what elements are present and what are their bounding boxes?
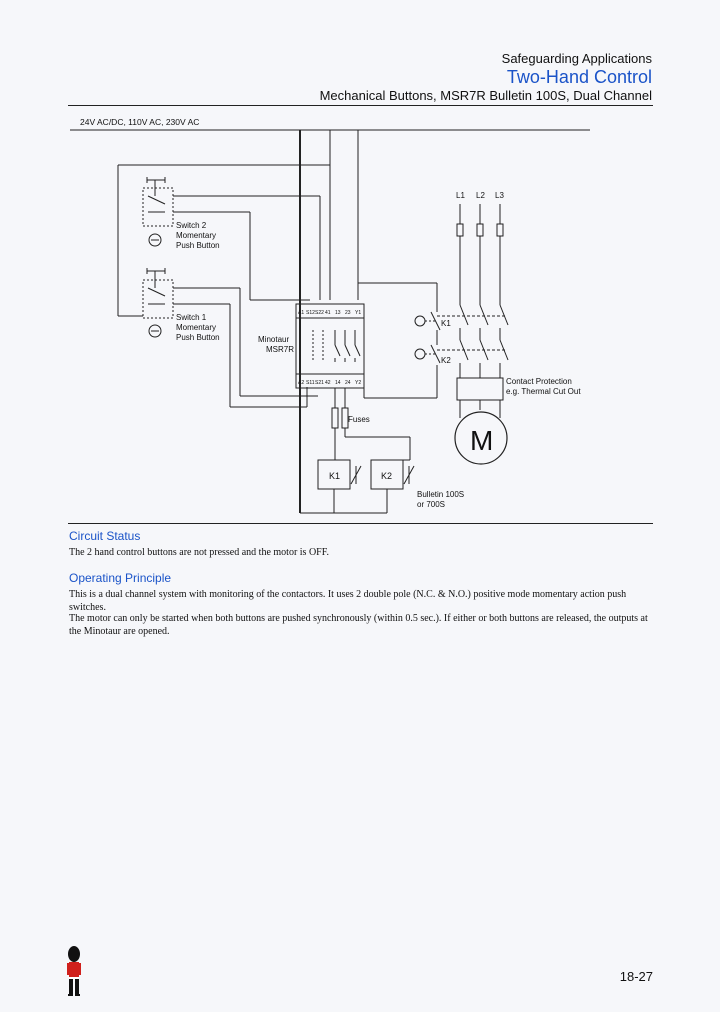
relay-terminals-bottom: A2 S11 S21 42 14 24 Y2 bbox=[298, 380, 361, 386]
relay-label: MSR7R bbox=[266, 345, 294, 354]
circuit-status-heading: Circuit Status bbox=[69, 529, 141, 543]
switch1-label: Momentary bbox=[176, 323, 216, 332]
relay-terminal-label: S12 bbox=[306, 310, 315, 316]
operating-principle-heading: Operating Principle bbox=[69, 571, 172, 585]
overload-label: e.g. Thermal Cut Out bbox=[506, 387, 581, 396]
operating-principle-p2: The motor can only be started when both … bbox=[69, 613, 648, 637]
relay-terminal-label: 24 bbox=[345, 380, 351, 386]
switch2-label: Push Button bbox=[176, 241, 220, 250]
switch1-label: Push Button bbox=[176, 333, 220, 342]
coil-k1-label: K1 bbox=[329, 471, 340, 481]
guardsman-icon bbox=[67, 946, 81, 996]
supply-voltage-label: 24V AC/DC, 110V AC, 230V AC bbox=[80, 117, 200, 127]
relay-terminal-label: Y1 bbox=[355, 310, 361, 316]
circuit-status-text: The 2 hand control buttons are not press… bbox=[69, 547, 329, 558]
fuse-1 bbox=[331, 407, 339, 429]
relay-terminal-label: Y2 bbox=[355, 380, 361, 386]
page-number: 18-27 bbox=[619, 969, 653, 984]
aux-k2-label: K2 bbox=[441, 356, 451, 365]
switch2-label: Momentary bbox=[176, 231, 216, 240]
relay-terminal-label: S21 bbox=[315, 380, 324, 386]
relay-terminal-label: S22 bbox=[315, 310, 324, 316]
relay-terminals-top: A1 S12 S22 41 13 23 Y1 bbox=[298, 310, 361, 316]
switch2-label: Switch 2 bbox=[176, 221, 207, 230]
relay-label: Minotaur bbox=[258, 335, 289, 344]
coil-k2-label: K2 bbox=[381, 471, 392, 481]
switch1-symbol bbox=[142, 268, 174, 338]
section-rule bbox=[68, 523, 653, 524]
thermal-cutout bbox=[456, 377, 504, 401]
phase-label: L3 bbox=[495, 191, 504, 200]
switch2-symbol bbox=[142, 177, 174, 247]
operating-principle-p1: This is a dual channel system with monit… bbox=[69, 589, 627, 613]
fuses-label: Fuses bbox=[348, 415, 370, 424]
relay-terminal-label: A2 bbox=[298, 380, 304, 386]
overload-label: Contact Protection bbox=[506, 377, 572, 386]
phase-label: L2 bbox=[476, 191, 485, 200]
relay-terminal-label: 41 bbox=[325, 310, 331, 316]
section-title: Safeguarding Applications bbox=[501, 51, 652, 66]
relay-symbol bbox=[295, 303, 365, 389]
relay-terminal-label: 14 bbox=[335, 380, 341, 386]
motor-label: M bbox=[470, 425, 493, 456]
three-phase-circuit bbox=[437, 204, 509, 465]
page-title: Two-Hand Control bbox=[506, 67, 652, 87]
wiring-diagram: A1 S12 S22 41 13 23 Y1 A2 S11 S21 42 14 … bbox=[70, 129, 590, 514]
relay-terminal-label: 42 bbox=[325, 380, 331, 386]
relay-terminal-label: A1 bbox=[298, 310, 304, 316]
phase-label: L1 bbox=[456, 191, 465, 200]
header-rule bbox=[68, 105, 653, 106]
aux-contact-k2 bbox=[414, 344, 441, 364]
aux-contact-k1 bbox=[414, 311, 441, 331]
switch1-label: Switch 1 bbox=[176, 313, 207, 322]
relay-terminal-label: 23 bbox=[345, 310, 351, 316]
relay-terminal-label: S11 bbox=[306, 380, 315, 386]
relay-terminal-label: 13 bbox=[335, 310, 341, 316]
bulletin-label: Bulletin 100S bbox=[417, 490, 464, 499]
aux-k1-label: K1 bbox=[441, 319, 451, 328]
page-subtitle: Mechanical Buttons, MSR7R Bulletin 100S,… bbox=[319, 88, 652, 103]
bulletin-label: or 700S bbox=[417, 500, 445, 509]
motor-symbol bbox=[454, 411, 508, 465]
